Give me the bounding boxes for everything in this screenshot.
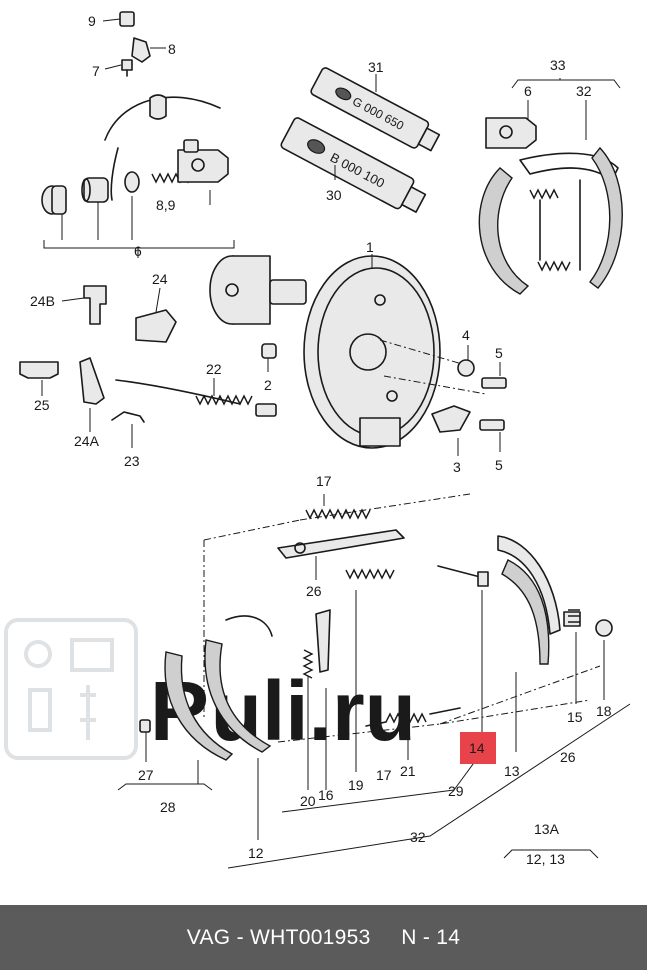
callout-1: 1 [366, 239, 374, 255]
callout-8-9: 8,9 [156, 197, 176, 213]
callout-32-top: 32 [576, 83, 592, 99]
callout-6-left: 6 [134, 243, 142, 259]
highlighted-part-marker [460, 732, 496, 764]
callouts: 9 8 7 31 30 33 6 32 8,9 6 24B 24 1 4 5 2… [30, 13, 612, 867]
callout-7: 7 [92, 63, 100, 79]
lower-brake-shoe-assembly [117, 493, 631, 869]
callout-6-top: 6 [524, 83, 532, 99]
callout-12-13: 12, 13 [526, 851, 565, 867]
caption-text: VAG - WHT001953 N - 14 [186, 925, 461, 949]
callout-33: 33 [550, 57, 566, 73]
callout-28: 28 [160, 799, 176, 815]
callout-4: 4 [462, 327, 470, 343]
hub-and-cable [115, 255, 307, 417]
callout-3: 3 [453, 459, 461, 475]
callout-32-bottom: 32 [410, 829, 426, 845]
assembled-brake-shoes [478, 78, 623, 295]
callout-26-mid: 26 [306, 583, 322, 599]
caption-footer: VAG - WHT001953 N - 14 [0, 905, 647, 970]
callout-25: 25 [34, 397, 50, 413]
callout-23: 23 [124, 453, 140, 469]
callout-13A: 13A [534, 821, 560, 837]
callout-19: 19 [348, 777, 364, 793]
callout-24B: 24B [30, 293, 55, 309]
watermark: Ruli.ru [4, 618, 416, 760]
exploded-parts-diagram: Ruli.ru [4, 11, 631, 869]
callout-12: 12 [248, 845, 264, 861]
callout-20: 20 [300, 793, 316, 809]
callout-30: 30 [326, 187, 342, 203]
callout-24: 24 [152, 271, 168, 287]
grease-tubes: G 000 650 B 000 100 [280, 67, 441, 213]
backing-plate [303, 254, 507, 456]
callout-13: 13 [504, 763, 520, 779]
callout-16: 16 [318, 787, 334, 803]
callout-24A: 24A [74, 433, 100, 449]
watermark-text: Ruli.ru [150, 664, 416, 758]
callout-21: 21 [400, 763, 416, 779]
callout-9: 9 [88, 13, 96, 29]
callout-5-bottom: 5 [495, 457, 503, 473]
callout-22: 22 [206, 361, 222, 377]
callout-26-right: 26 [560, 749, 576, 765]
callout-14: 14 [469, 740, 485, 756]
callout-2: 2 [264, 377, 272, 393]
bleed-valve-parts [102, 11, 166, 77]
callout-17-top: 17 [316, 473, 332, 489]
callout-8: 8 [168, 41, 176, 57]
small-brackets [19, 285, 177, 448]
callout-18: 18 [596, 703, 612, 719]
callout-17-bottom: 17 [376, 767, 392, 783]
wheel-cylinder-assembly [41, 94, 235, 258]
callout-31: 31 [368, 59, 384, 75]
callout-15: 15 [567, 709, 583, 725]
callout-5-top: 5 [495, 345, 503, 361]
callout-29: 29 [448, 783, 464, 799]
callout-27: 27 [138, 767, 154, 783]
